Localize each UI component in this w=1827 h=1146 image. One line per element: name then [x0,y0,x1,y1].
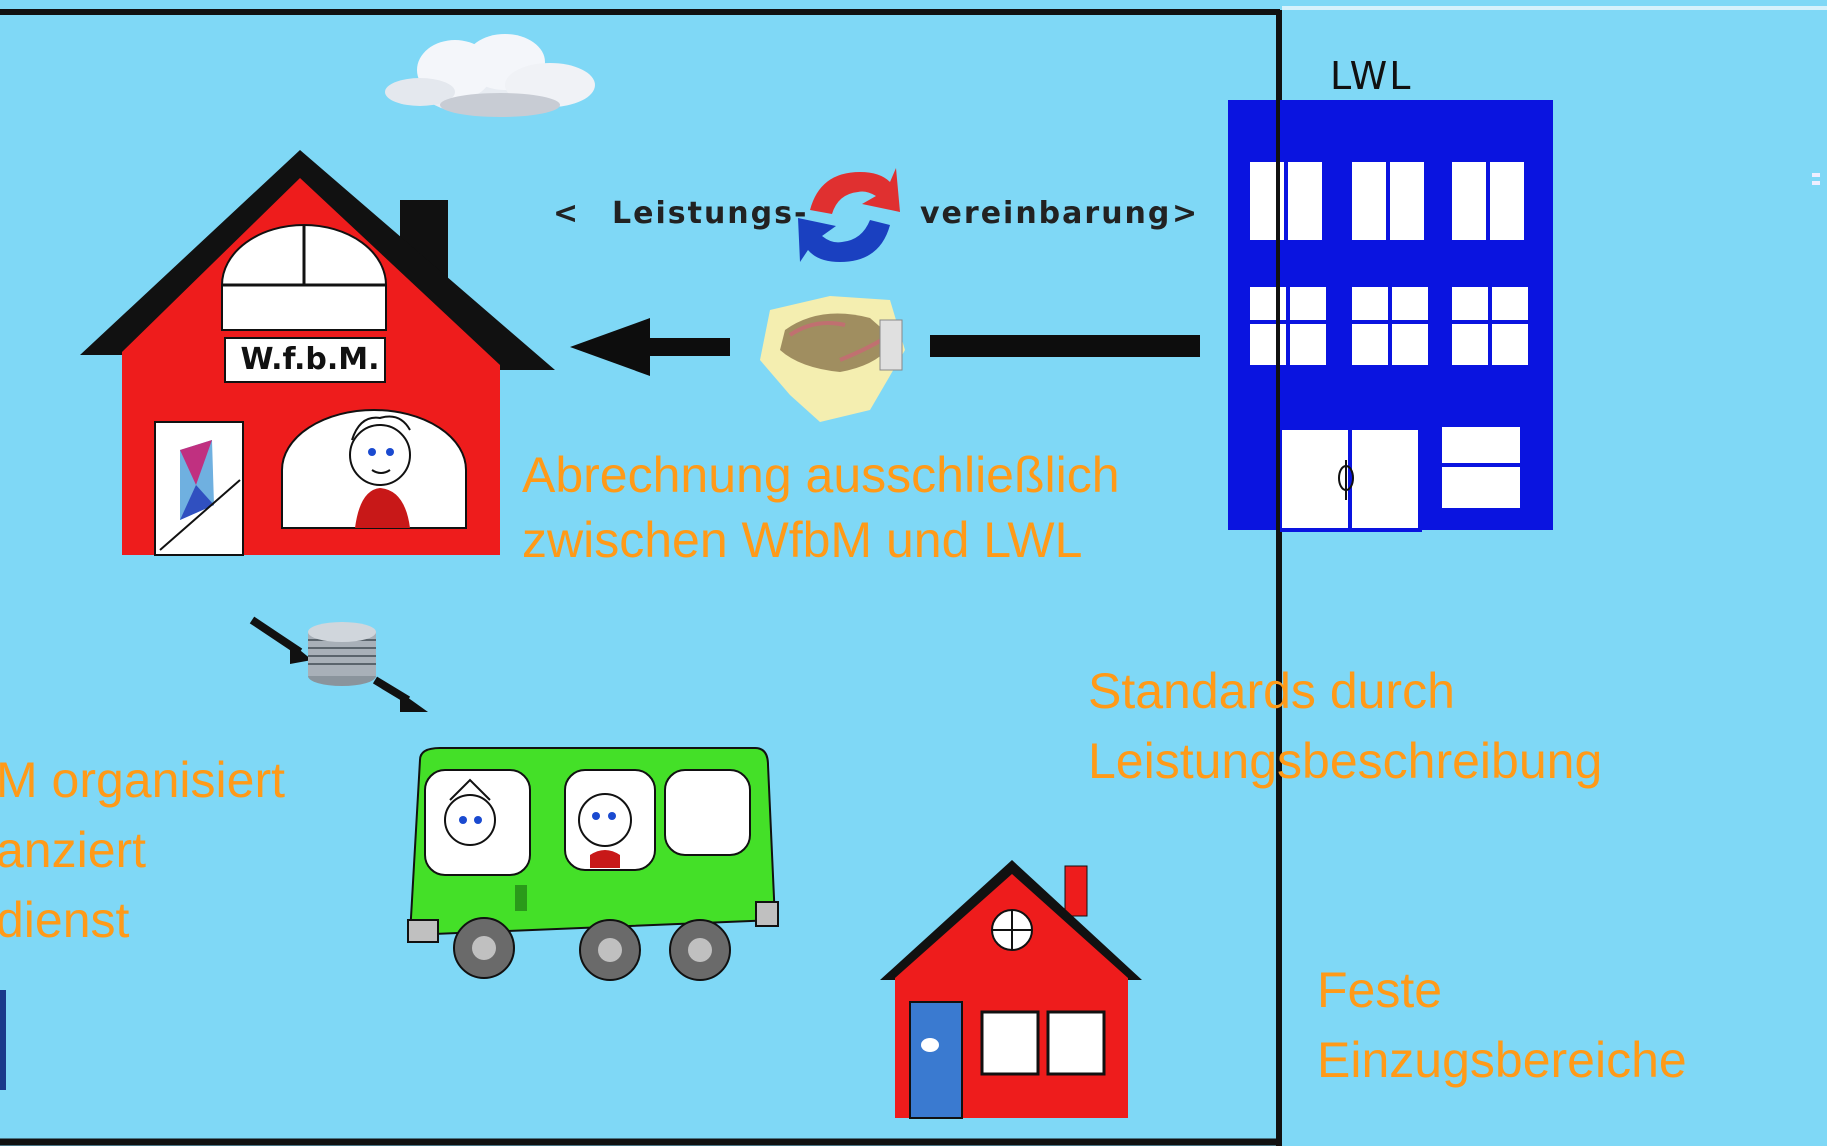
cycle-arrows-icon [798,168,900,262]
bus [407,747,779,981]
billing-text-line2: zwischen WfbM und LWL [522,512,1083,568]
cloud-icon [385,34,595,117]
left-cut-text-line3: dienst [0,892,130,948]
catchment-text-line1: Feste [1317,962,1443,1018]
workshop-house [80,150,555,556]
agreement-right-chevron: > [1172,196,1200,231]
standards-text-line2: Leistungsbeschreibung [1088,733,1603,789]
lwl-building [1228,100,1553,540]
lwl-label: LWL [1330,54,1413,98]
agreement-left-chevron: < [553,196,581,231]
edge-mark [1812,181,1820,185]
handshake-icon [760,296,905,422]
coins-icon [249,616,428,712]
left-cut-text-line2: anziert [0,822,147,878]
home-house [880,860,1142,1119]
left-cut-text-line1: M organisiert [0,752,285,808]
agreement-left-text: Leistungs- [612,196,809,231]
wfbm-sign: W.f.b.M. [240,342,380,377]
agreement-right-text: vereinbarung [920,196,1172,231]
edge-mark [1812,173,1820,177]
standards-text-line1: Standards durch [1088,663,1455,719]
left-arrow-icon [570,318,1200,376]
catchment-text-line2: Einzugsbereiche [1317,1032,1687,1088]
billing-text-line1: Abrechnung ausschließlich [522,447,1120,503]
